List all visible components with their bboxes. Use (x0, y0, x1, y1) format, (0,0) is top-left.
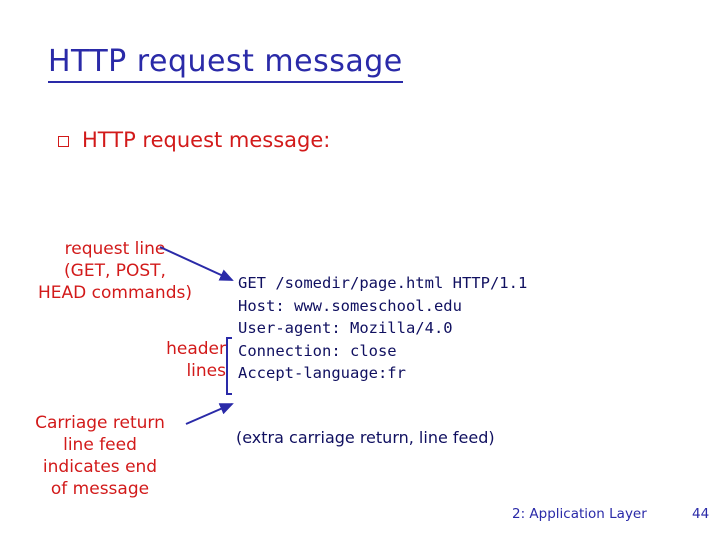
annotation-carriage-return: Carriage return line feed indicates end … (35, 413, 165, 499)
extra-crlf-note: (extra carriage return, line feed) (236, 428, 495, 447)
annotation-header-lines: header lines (166, 339, 226, 381)
footer-page-number: 44 (692, 506, 710, 522)
page-title: HTTP request message (48, 44, 403, 83)
bullet-item-label: HTTP request message: (82, 128, 331, 152)
bullet-item: HTTP request message: (58, 128, 330, 152)
square-bullet-icon (58, 136, 69, 147)
footer-section-label: 2: Application Layer (512, 506, 647, 522)
annotation-request-line: request line (GET, POST, HEAD commands) (38, 239, 192, 303)
page-title-text: HTTP request message (48, 44, 403, 83)
http-request-code-block: GET /somedir/page.html HTTP/1.1 Host: ww… (238, 274, 528, 382)
